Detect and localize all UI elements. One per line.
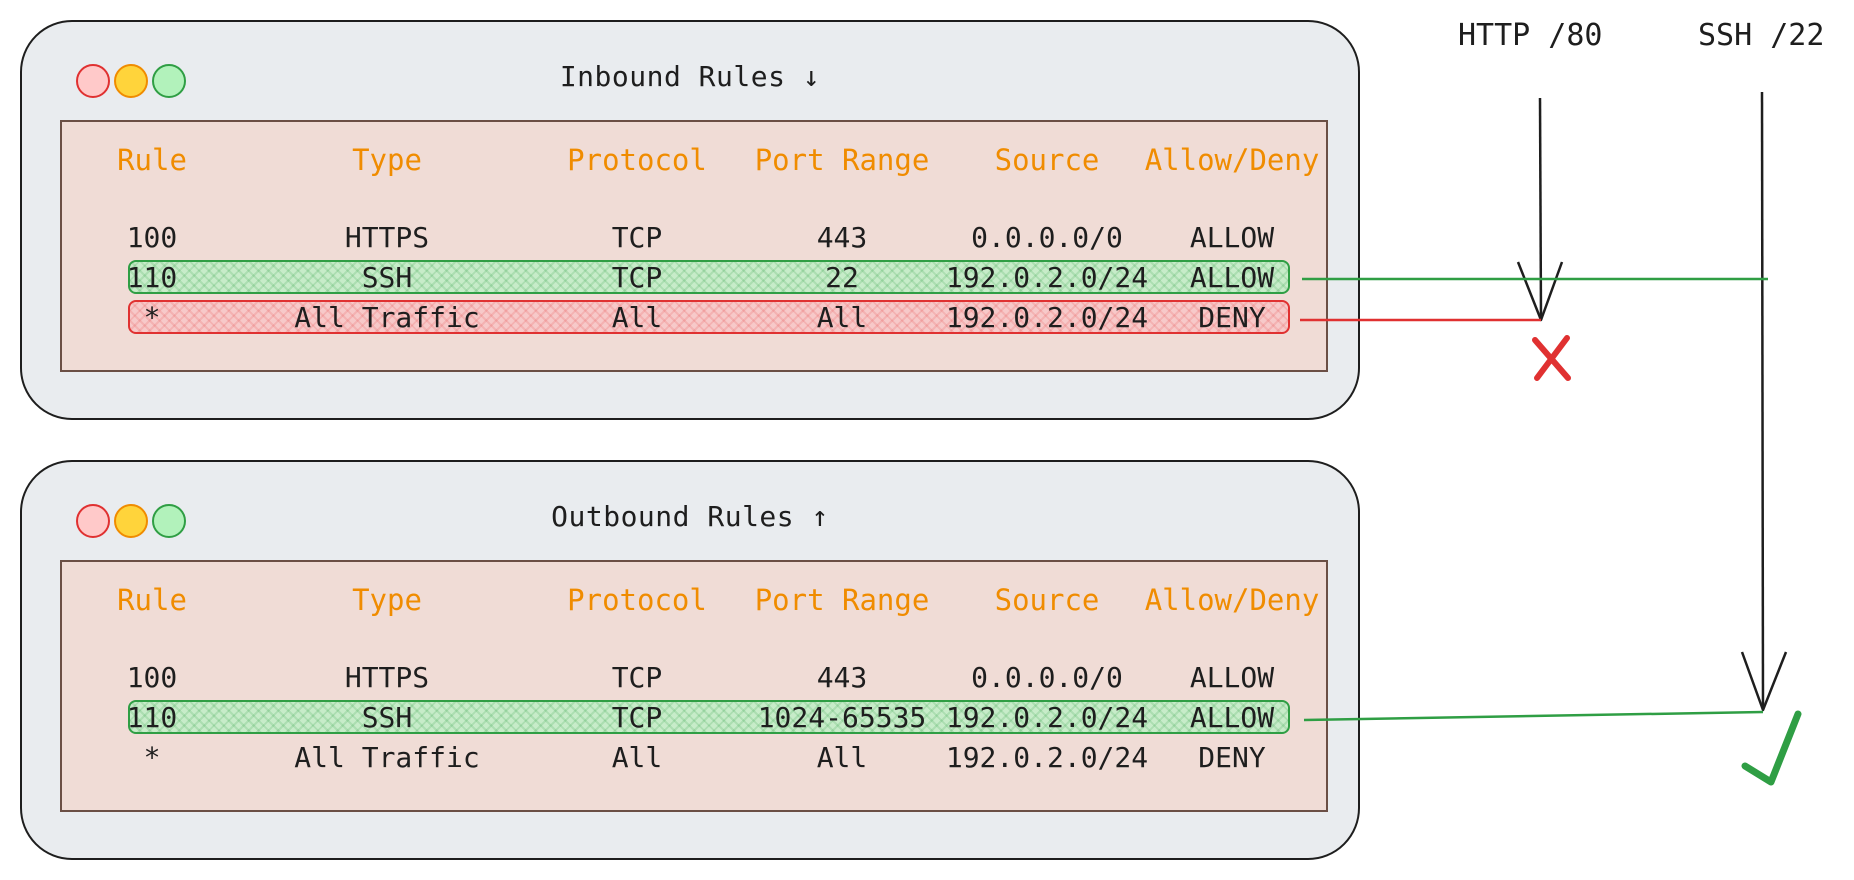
maximize-dot-icon[interactable] xyxy=(152,504,186,538)
rule-port-range: 443 xyxy=(816,221,868,254)
rule-port-range: 443 xyxy=(816,661,868,694)
column-header: Protocol xyxy=(567,583,707,617)
rule-source: 192.0.2.0/24 xyxy=(945,701,1149,734)
allow-rule-highlight xyxy=(128,700,1290,734)
ssh-flow-arrow xyxy=(1760,91,1765,711)
rule-type: All Traffic xyxy=(294,301,480,334)
outbound-allow-connector xyxy=(1303,710,1764,722)
rule-action: ALLOW xyxy=(1189,261,1275,294)
rule-port-range: 22 xyxy=(825,261,859,294)
table-row: 100 HTTPS TCP 443 0.0.0.0/0 ALLOW xyxy=(62,220,1326,256)
rule-port-range: All xyxy=(816,741,868,774)
inbound-rules-table: Rule Type Protocol Port Range Source All… xyxy=(60,120,1328,372)
rule-action: ALLOW xyxy=(1189,701,1275,734)
minimize-dot-icon[interactable] xyxy=(114,64,148,98)
column-header: Rule xyxy=(117,143,187,177)
column-header: Port Range xyxy=(754,143,930,177)
table-row: 100 HTTPS TCP 443 0.0.0.0/0 ALLOW xyxy=(62,660,1326,696)
rule-action: ALLOW xyxy=(1189,221,1275,254)
rule-protocol: All xyxy=(611,301,663,334)
column-header: Port Range xyxy=(754,583,930,617)
ssh-arrow-head xyxy=(1740,651,1788,712)
rule-action: DENY xyxy=(1198,301,1266,334)
deny-rule-highlight xyxy=(128,300,1290,334)
table-row: * All Traffic All All 192.0.2.0/24 DENY xyxy=(62,740,1326,776)
close-dot-icon[interactable] xyxy=(76,64,110,98)
rule-type: All Traffic xyxy=(294,741,480,774)
rule-protocol: TCP xyxy=(611,261,663,294)
rule-protocol: All xyxy=(611,741,663,774)
maximize-dot-icon[interactable] xyxy=(152,64,186,98)
rule-protocol: TCP xyxy=(611,221,663,254)
http-traffic-label: HTTP /80 xyxy=(1458,18,1603,53)
column-header: Type xyxy=(352,583,422,617)
column-header: Source xyxy=(994,143,1100,177)
rule-number: * xyxy=(143,301,161,334)
close-dot-icon[interactable] xyxy=(76,504,110,538)
rule-source: 192.0.2.0/24 xyxy=(945,741,1149,774)
http-flow-arrow xyxy=(1538,97,1543,321)
rule-protocol: TCP xyxy=(611,701,663,734)
column-header: Protocol xyxy=(567,143,707,177)
inbound-rules-window: Inbound Rules ↓ Rule Type Protocol Port … xyxy=(20,20,1360,420)
allow-rule-highlight xyxy=(128,260,1290,294)
table-row: 110 SSH TCP 22 192.0.2.0/24 ALLOW xyxy=(62,260,1326,296)
rule-number: 110 xyxy=(126,701,178,734)
minimize-dot-icon[interactable] xyxy=(114,504,148,538)
cross-mark-icon xyxy=(1532,335,1571,381)
column-header: Type xyxy=(352,143,422,177)
rule-source: 0.0.0.0/0 xyxy=(971,661,1123,694)
rule-number: * xyxy=(143,741,161,774)
inbound-title: Inbound Rules ↓ xyxy=(559,60,821,93)
table-header: Rule Type Protocol Port Range Source All… xyxy=(62,582,1326,618)
rule-source: 0.0.0.0/0 xyxy=(971,221,1123,254)
rule-action: ALLOW xyxy=(1189,661,1275,694)
rule-protocol: TCP xyxy=(611,661,663,694)
rule-number: 100 xyxy=(126,221,178,254)
rule-number: 100 xyxy=(126,661,178,694)
table-header: Rule Type Protocol Port Range Source All… xyxy=(62,142,1326,178)
rule-port-range: All xyxy=(816,301,868,334)
check-mark-icon xyxy=(1741,710,1802,786)
rule-type: SSH xyxy=(361,261,413,294)
table-row: * All Traffic All All 192.0.2.0/24 DENY xyxy=(62,300,1326,336)
rule-action: DENY xyxy=(1198,741,1266,774)
rule-source: 192.0.2.0/24 xyxy=(945,301,1149,334)
rule-number: 110 xyxy=(126,261,178,294)
column-header: Rule xyxy=(117,583,187,617)
column-header: Source xyxy=(994,583,1100,617)
outbound-rules-window: Outbound Rules ↑ Rule Type Protocol Port… xyxy=(20,460,1360,860)
rule-type: HTTPS xyxy=(344,661,430,694)
rule-source: 192.0.2.0/24 xyxy=(945,261,1149,294)
column-header: Allow/Deny xyxy=(1144,143,1320,177)
column-header: Allow/Deny xyxy=(1144,583,1320,617)
table-row: 110 SSH TCP 1024-65535 192.0.2.0/24 ALLO… xyxy=(62,700,1326,736)
ssh-traffic-label: SSH /22 xyxy=(1698,18,1825,53)
outbound-rules-table: Rule Type Protocol Port Range Source All… xyxy=(60,560,1328,812)
rule-type: HTTPS xyxy=(344,221,430,254)
rule-port-range: 1024-65535 xyxy=(757,701,927,734)
outbound-title: Outbound Rules ↑ xyxy=(551,500,829,533)
rule-type: SSH xyxy=(361,701,413,734)
